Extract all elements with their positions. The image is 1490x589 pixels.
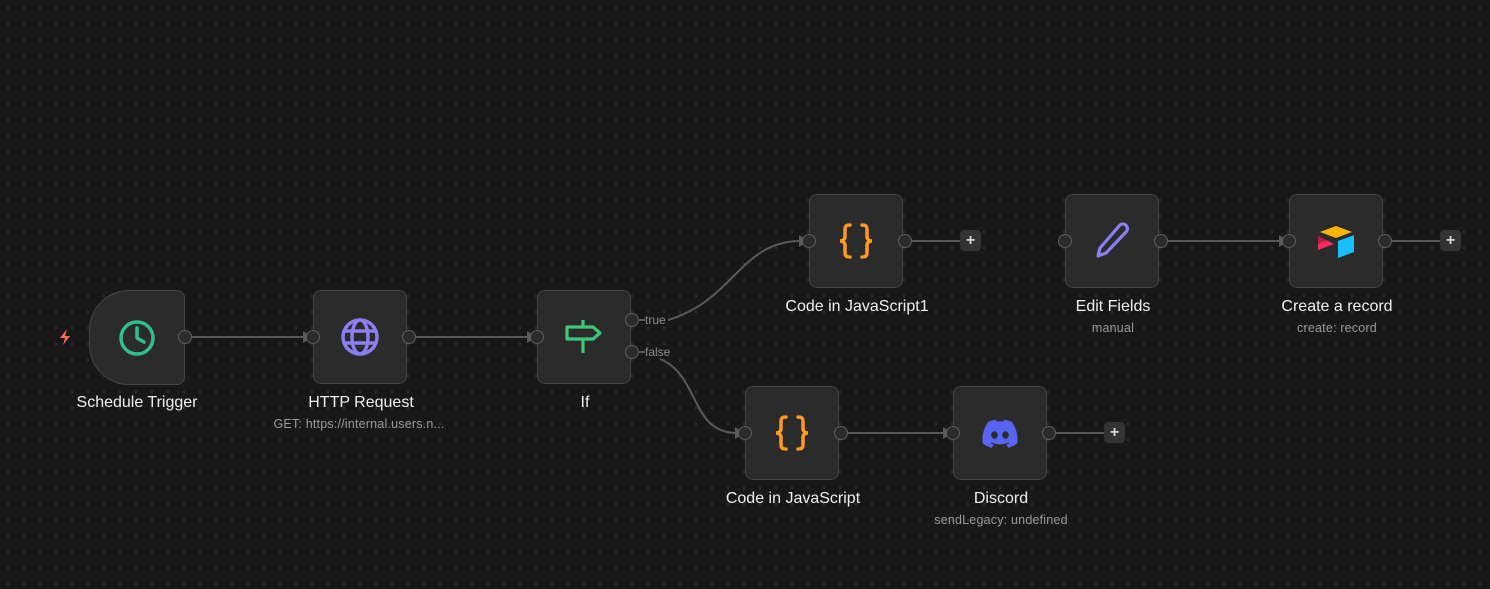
node-edit-fields[interactable]	[1065, 194, 1159, 288]
output-handle[interactable]	[1154, 234, 1168, 248]
output-handle[interactable]	[1378, 234, 1392, 248]
airtable-icon	[1318, 226, 1354, 258]
input-handle[interactable]	[738, 426, 752, 440]
output-handle-true[interactable]	[625, 313, 639, 327]
pencil-icon	[1096, 222, 1130, 258]
add-node-button[interactable]: +	[1104, 422, 1125, 443]
code-braces-icon	[775, 415, 809, 451]
add-node-button[interactable]: +	[960, 230, 981, 251]
input-handle[interactable]	[946, 426, 960, 440]
globe-icon	[341, 318, 379, 356]
output-handle[interactable]	[402, 330, 416, 344]
add-node-button[interactable]: +	[1440, 230, 1461, 251]
node-subtitle: manual	[1091, 321, 1135, 335]
node-label: Code in JavaScript	[725, 490, 861, 507]
node-label: Code in JavaScript1	[785, 298, 929, 315]
output-handle[interactable]	[834, 426, 848, 440]
clock-icon	[119, 319, 155, 356]
node-subtitle: GET: https://internal.users.n...	[273, 417, 445, 431]
node-label: Edit Fields	[1075, 298, 1151, 315]
node-create-a-record[interactable]	[1289, 194, 1383, 288]
node-discord[interactable]	[953, 386, 1047, 480]
lightning-bolt-icon	[57, 328, 73, 351]
code-braces-icon	[839, 223, 873, 259]
output-handle[interactable]	[898, 234, 912, 248]
node-schedule-trigger[interactable]	[89, 290, 185, 385]
branch-label-true: true	[645, 313, 666, 327]
input-handle[interactable]	[1282, 234, 1296, 248]
node-label: Discord	[973, 490, 1029, 507]
signpost-icon	[565, 320, 602, 353]
node-http-request[interactable]	[313, 290, 407, 384]
node-subtitle: create: record	[1297, 321, 1377, 335]
node-label: Schedule Trigger	[76, 394, 198, 411]
node-code-in-javascript[interactable]	[745, 386, 839, 480]
input-handle[interactable]	[802, 234, 816, 248]
output-handle-false[interactable]	[625, 345, 639, 359]
output-handle[interactable]	[178, 330, 192, 344]
node-label: Create a record	[1281, 298, 1393, 315]
input-handle[interactable]	[1058, 234, 1072, 248]
node-subtitle: sendLegacy: undefined	[934, 513, 1068, 527]
discord-icon	[982, 419, 1018, 448]
node-code-in-javascript1[interactable]	[809, 194, 903, 288]
node-label: If	[580, 394, 590, 411]
node-label: HTTP Request	[308, 394, 414, 411]
output-handle[interactable]	[1042, 426, 1056, 440]
input-handle[interactable]	[306, 330, 320, 344]
node-if[interactable]	[537, 290, 631, 384]
branch-label-false: false	[645, 345, 671, 359]
input-handle[interactable]	[530, 330, 544, 344]
